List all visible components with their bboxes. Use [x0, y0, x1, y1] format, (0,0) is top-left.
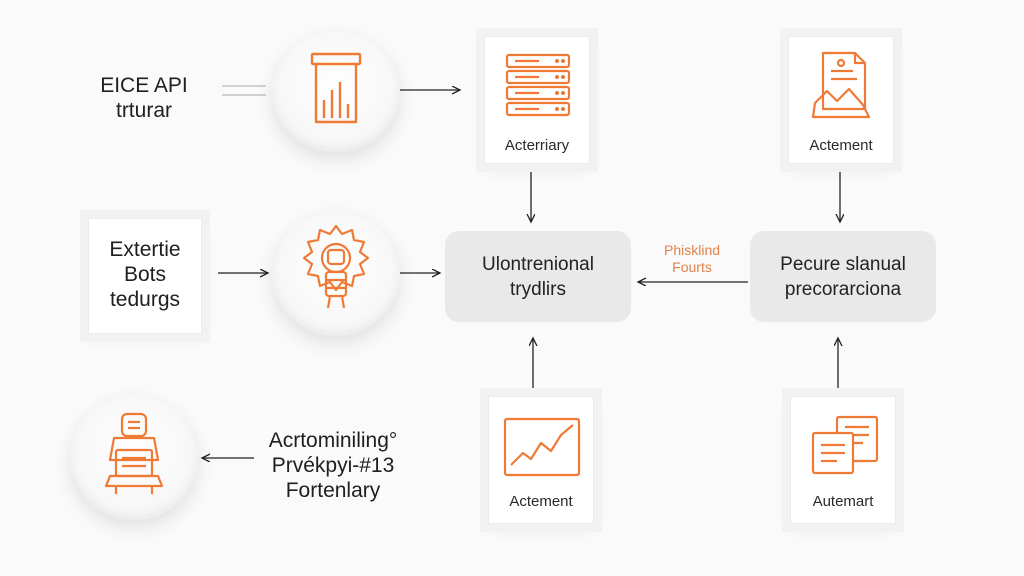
- bottom-left-text: Acrtominiling° Prvékpyi-#13 Fortenlary: [268, 429, 398, 502]
- hub-right[interactable]: Pecure slanual precorarciona: [750, 231, 936, 322]
- top-left-title: EICE API trturar: [100, 74, 188, 122]
- robot-laptop-icon: [104, 412, 164, 494]
- edge-note: Phisklind Fourts: [663, 242, 721, 275]
- card-acterriary[interactable]: Acterriary: [484, 36, 590, 164]
- document-icon: [811, 51, 871, 119]
- card-extertie[interactable]: Extertie Bots tedurgs: [88, 218, 202, 334]
- bottom-circle-node[interactable]: [70, 394, 198, 520]
- card-acterriary-label: Acterriary: [504, 137, 570, 154]
- card-actement-bottom[interactable]: Actement: [488, 396, 594, 524]
- card-extertie-text: Extertie Bots tedurgs: [109, 238, 181, 311]
- server-rack-icon: [505, 53, 571, 117]
- top-circle-node[interactable]: [272, 30, 400, 152]
- card-actement-top[interactable]: Actement: [788, 36, 894, 164]
- card-autemart-label: Autemart: [812, 493, 874, 510]
- robot-gear-icon: [302, 224, 370, 309]
- card-actement-bottom-label: Actement: [509, 493, 573, 510]
- card-autemart[interactable]: Autemart: [790, 396, 896, 524]
- card-actement-top-label: Actement: [809, 137, 873, 154]
- documents-icon: [811, 415, 879, 475]
- hub-center[interactable]: Ulontrenional trydlirs: [445, 231, 631, 322]
- line-chart-icon: [503, 417, 581, 477]
- middle-circle-node[interactable]: [272, 210, 400, 336]
- bar-chart-jar-icon: [310, 52, 362, 124]
